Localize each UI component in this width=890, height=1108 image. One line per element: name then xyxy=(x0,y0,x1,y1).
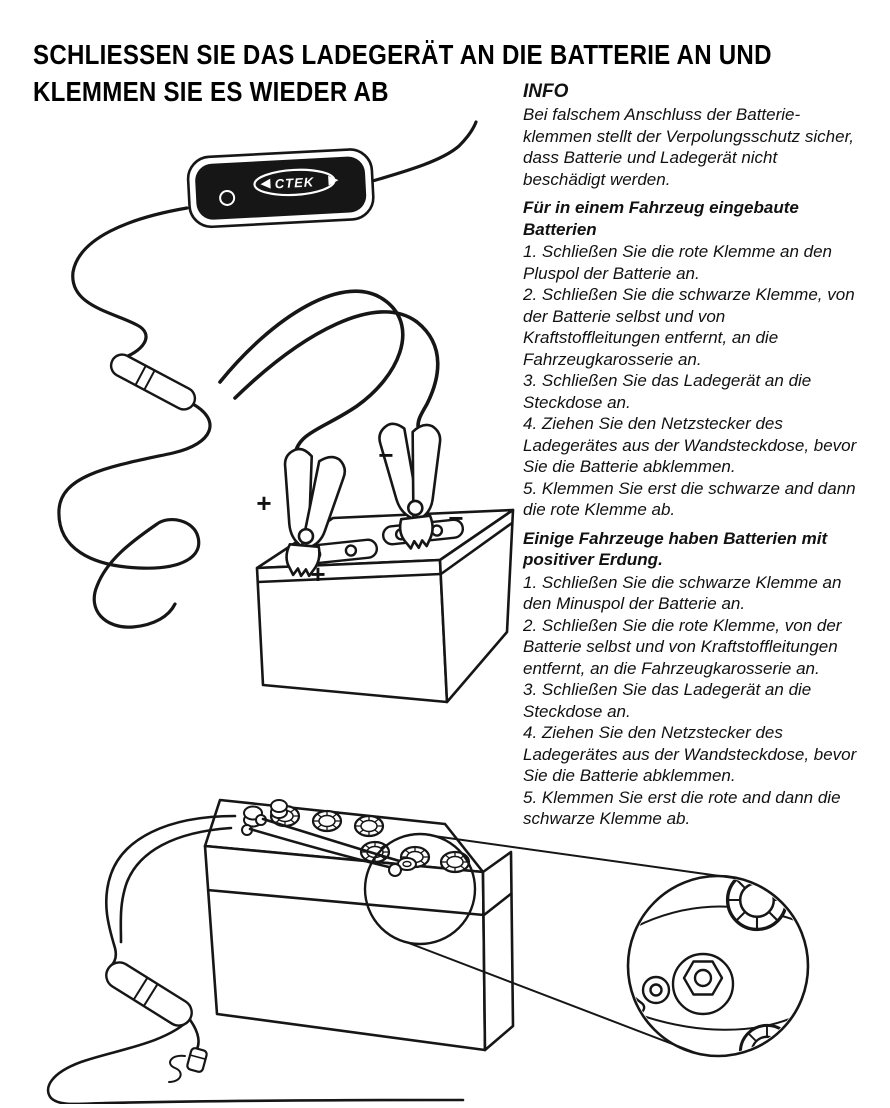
section-heading-positive-ground: Einige Fahrzeuge haben Batterien mit pos… xyxy=(523,528,828,570)
charger-battery-illustration: CTEK + − − + xyxy=(57,120,515,704)
output-cable-coil xyxy=(57,401,212,629)
minus-label: − xyxy=(378,440,393,470)
comfort-connector xyxy=(105,961,193,1027)
ctek-logo-text: CTEK xyxy=(274,174,315,191)
plus-label: + xyxy=(256,488,271,518)
wiring-harness xyxy=(46,814,465,1104)
info-text: Bei falschem Anschluss der Batterie-klem… xyxy=(523,105,855,189)
step: 2. Schließen Sie die rote Klemme, von de… xyxy=(523,615,842,678)
minus-label: − xyxy=(448,503,463,533)
section-heading-vehicle-batteries: Für in einem Fahrzeug eingebaute Batteri… xyxy=(523,198,799,239)
plus-label: + xyxy=(310,559,325,589)
protective-cap-plug xyxy=(168,1047,208,1083)
step: 1. Schließen Sie die schwarze Klemme an … xyxy=(523,572,842,614)
page-title-line-2: KLEMMEN SIE ES WIEDER AB xyxy=(33,76,389,107)
detail-circle-small xyxy=(363,832,477,946)
magnified-terminal xyxy=(671,952,735,1016)
page-title: SCHLIESSEN SIE DAS LADEGERÄT AN DIE BATT… xyxy=(33,36,890,110)
magnified-view xyxy=(626,874,810,1058)
magnifier-leader-lines xyxy=(405,835,742,1054)
step: 2. Schließen Sie die schwarze Klemme, vo… xyxy=(523,285,855,369)
charger-output-cable xyxy=(71,206,189,362)
page-title-line-1: SCHLIESSEN SIE DAS LADEGERÄT AN DIE BATT… xyxy=(33,39,772,70)
step: 3. Schließen Sie das Ladegerät an die St… xyxy=(523,680,812,721)
ctek-logo: CTEK xyxy=(253,168,339,197)
battery-post-cluster xyxy=(241,799,288,836)
battery-detail-illustration xyxy=(46,798,810,1104)
step: 4. Ziehen Sie den Netzstecker des Ladege… xyxy=(523,723,857,785)
mains-cable xyxy=(367,120,478,184)
charger-device: CTEK xyxy=(186,148,375,229)
clamp-cable-positive xyxy=(218,289,405,456)
indicator-light xyxy=(219,189,236,206)
step: 5. Klemmen Sie erst die schwarze and dan… xyxy=(523,478,856,520)
step: 4. Ziehen Sie den Netzstecker des Ladege… xyxy=(523,414,857,476)
step: 1. Schließen Sie die rote Klemme an den … xyxy=(523,242,833,283)
cable-connector xyxy=(109,353,197,411)
battery-3d xyxy=(203,798,515,1052)
info-heading: INFO xyxy=(523,81,569,102)
clamp-cable-negative xyxy=(233,310,440,428)
instructions-column: INFO Bei falschem Anschluss der Batterie… xyxy=(523,80,861,830)
step: 5. Klemmen Sie erst die rote and dann di… xyxy=(523,787,841,829)
step: 3. Schließen Sie das Ladegerät an die St… xyxy=(523,371,812,412)
